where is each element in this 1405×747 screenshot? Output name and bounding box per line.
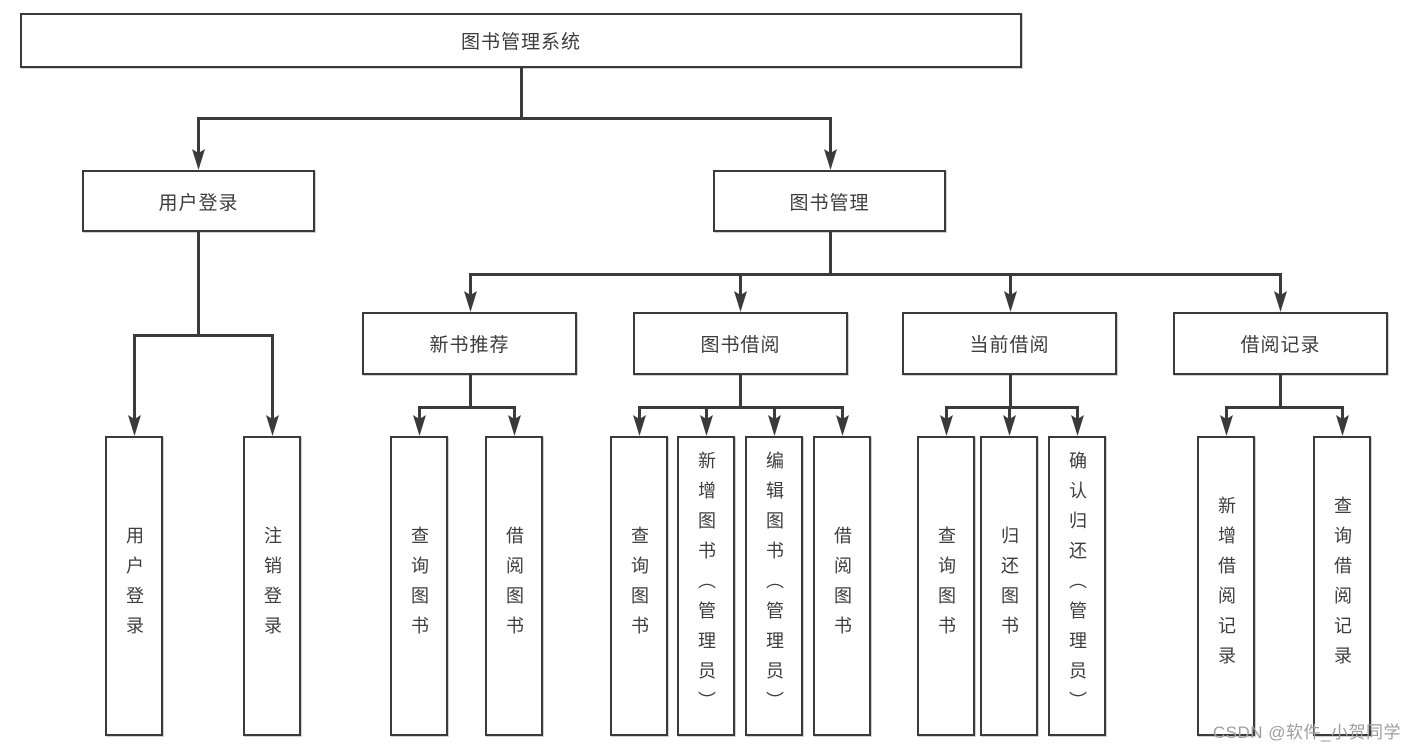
node-book-management: 图书管理 xyxy=(713,170,946,232)
node-label: 用户登录 xyxy=(158,192,239,214)
node-label: 图书管理 xyxy=(789,192,870,214)
node-current-borrowing: 当前借阅 xyxy=(902,312,1117,375)
node-label: 图书管理系统 xyxy=(460,32,581,53)
connector-bar xyxy=(468,272,1282,276)
node-label: 用户登录 xyxy=(124,526,144,646)
connector-arrow-line xyxy=(270,335,274,419)
arrowhead-icon xyxy=(1219,415,1233,436)
node-label: 查询图书 xyxy=(936,526,956,646)
node-edit-books-admin: 编辑图书（管理员） xyxy=(745,436,803,736)
connector-stub xyxy=(1278,375,1282,407)
node-label: 查询图书 xyxy=(629,526,649,646)
connector-bar xyxy=(417,405,516,409)
arrowhead-icon xyxy=(127,415,141,436)
watermark: CSDN @软件_小贺同学 xyxy=(1212,723,1401,742)
connector-arrow-line xyxy=(132,335,136,419)
connector-stub xyxy=(828,232,832,274)
connector-arrow-line xyxy=(512,407,516,419)
arrowhead-icon xyxy=(767,415,781,436)
node-query-books-recommend: 查询图书 xyxy=(390,436,448,736)
node-new-book-recommend: 新书推荐 xyxy=(362,312,577,375)
arrowhead-icon xyxy=(1070,415,1084,436)
node-label: 注销登录 xyxy=(262,526,282,646)
node-query-books-borrow: 查询图书 xyxy=(610,436,668,736)
arrowhead-icon xyxy=(463,291,477,312)
connector-arrow-line xyxy=(1340,407,1344,419)
node-system-root: 图书管理系统 xyxy=(20,13,1022,68)
arrowhead-icon xyxy=(1003,291,1017,312)
connector-stub xyxy=(196,232,200,335)
node-label: 借阅图书 xyxy=(832,526,852,646)
connector-arrow-line xyxy=(738,274,742,295)
connector-arrow-line xyxy=(704,407,708,419)
node-logout-action: 注销登录 xyxy=(243,436,301,736)
connector-arrow-line xyxy=(828,118,832,153)
node-query-books-current: 查询图书 xyxy=(917,436,975,736)
arrowhead-icon xyxy=(823,149,837,170)
connector-arrow-line xyxy=(1008,274,1012,295)
node-borrowing-records: 借阅记录 xyxy=(1173,312,1388,375)
connector-arrow-line xyxy=(1278,274,1282,295)
node-label: 编辑图书（管理员） xyxy=(764,451,784,721)
node-label: 确认归还（管理员） xyxy=(1067,451,1087,721)
node-label: 查询借阅记录 xyxy=(1332,496,1352,676)
connector-arrow-line xyxy=(637,407,641,419)
connector-arrow-line xyxy=(468,274,472,295)
arrowhead-icon xyxy=(1002,415,1016,436)
node-label: 归还图书 xyxy=(999,526,1019,646)
arrowhead-icon xyxy=(191,149,205,170)
arrowhead-icon xyxy=(699,415,713,436)
connector-stub xyxy=(519,68,523,118)
connector-arrow-line xyxy=(944,407,948,419)
arrowhead-icon xyxy=(733,291,747,312)
arrowhead-icon xyxy=(265,415,279,436)
node-label: 新增图书（管理员） xyxy=(696,451,716,721)
arrowhead-icon xyxy=(939,415,953,436)
connector-stub xyxy=(1008,375,1012,407)
connector-bar xyxy=(132,333,274,337)
arrowhead-icon xyxy=(632,415,646,436)
node-borrow-books-recommend: 借阅图书 xyxy=(485,436,543,736)
connector-bar xyxy=(637,405,844,409)
arrowhead-icon xyxy=(835,415,849,436)
arrowhead-icon xyxy=(507,415,521,436)
arrowhead-icon xyxy=(1273,291,1287,312)
node-label: 当前借阅 xyxy=(969,335,1050,356)
node-user-login-action: 用户登录 xyxy=(105,436,163,736)
node-borrow-books-action: 借阅图书 xyxy=(813,436,871,736)
node-user-login: 用户登录 xyxy=(82,170,315,232)
connector-arrow-line xyxy=(196,118,200,153)
connector-arrow-line xyxy=(1075,407,1079,419)
connector-arrow-line xyxy=(1007,407,1011,419)
connector-arrow-line xyxy=(772,407,776,419)
connector-arrow-line xyxy=(1224,407,1228,419)
node-book-borrowing: 图书借阅 xyxy=(633,312,848,375)
node-label: 新书推荐 xyxy=(429,335,510,356)
node-label: 图书借阅 xyxy=(700,335,781,356)
connector-bar xyxy=(944,405,1079,409)
node-add-books-admin: 新增图书（管理员） xyxy=(677,436,735,736)
arrowhead-icon xyxy=(1335,415,1349,436)
node-label: 借阅图书 xyxy=(504,526,524,646)
node-return-books: 归还图书 xyxy=(980,436,1038,736)
node-confirm-return-admin: 确认归还（管理员） xyxy=(1048,436,1106,736)
node-label: 借阅记录 xyxy=(1240,335,1321,356)
node-query-borrow-record: 查询借阅记录 xyxy=(1313,436,1371,736)
arrowhead-icon xyxy=(412,415,426,436)
node-label: 查询图书 xyxy=(409,526,429,646)
connector-arrow-line xyxy=(417,407,421,419)
connector-bar xyxy=(1224,405,1344,409)
connector-stub xyxy=(468,375,472,407)
node-label: 新增借阅记录 xyxy=(1216,496,1236,676)
connector-bar xyxy=(196,116,832,120)
node-add-borrow-record: 新增借阅记录 xyxy=(1197,436,1255,736)
connector-stub xyxy=(738,375,742,407)
connector-arrow-line xyxy=(840,407,844,419)
